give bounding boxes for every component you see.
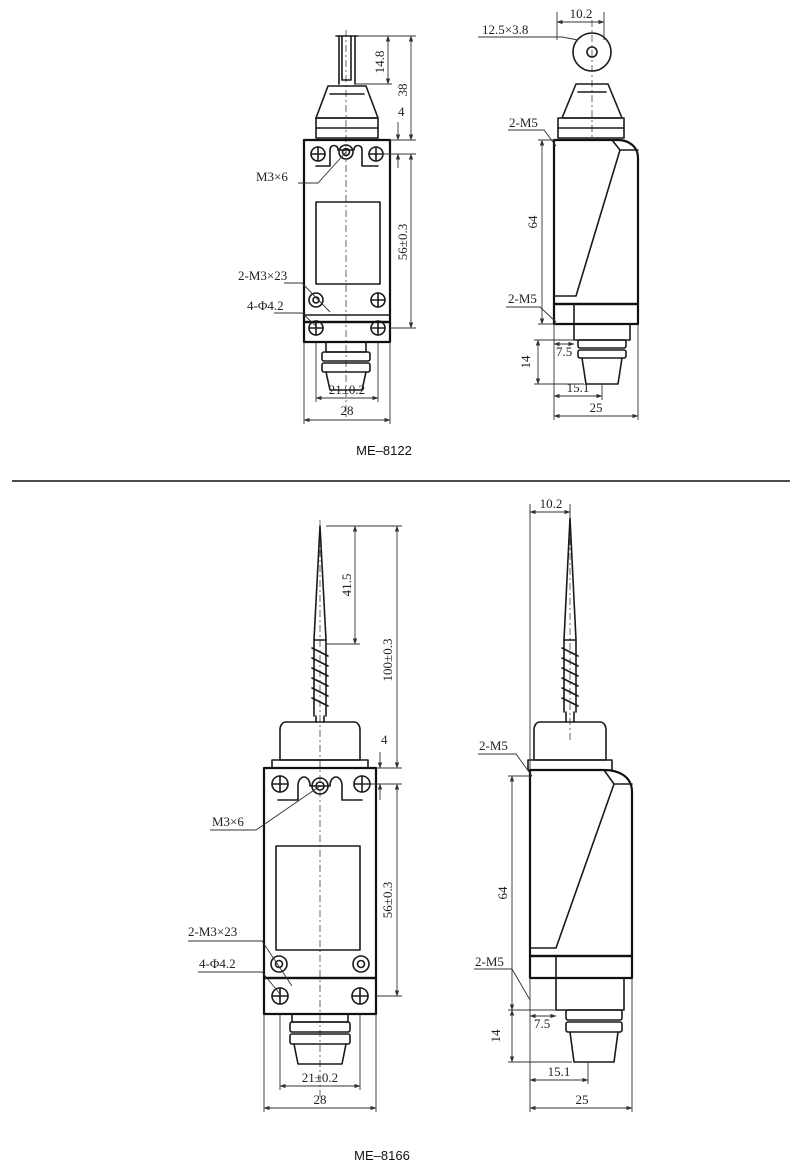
model-me-8166: 41.5 100±0.3 4 56±0.3 21±0.2 28 M3×6 2-M… bbox=[188, 496, 634, 1163]
dim-inner-width: 21±0.2 bbox=[302, 1070, 338, 1085]
dim-offset: 4 bbox=[381, 732, 388, 747]
dim-top-width: 10.2 bbox=[570, 6, 593, 21]
callout-thread-top: 2-M5 bbox=[509, 115, 538, 130]
callout-thread-top: 2-M5 bbox=[479, 738, 508, 753]
dim-depth: 25 bbox=[576, 1092, 589, 1107]
dim-bottom: 14 bbox=[518, 355, 533, 369]
callout-thread-bottom: 2-M5 bbox=[508, 291, 537, 306]
dim-top-width: 10.2 bbox=[540, 496, 563, 511]
dim-bottom: 14 bbox=[488, 1029, 503, 1043]
callout-screw-top: M3×6 bbox=[212, 814, 244, 829]
model-caption-me-8166: ME–8166 bbox=[354, 1148, 410, 1163]
dim-gap: 7.5 bbox=[556, 344, 572, 359]
dim-width: 28 bbox=[314, 1092, 327, 1107]
dim-offset: 4 bbox=[398, 104, 405, 119]
callout-screw-mount: 2-M3×23 bbox=[238, 268, 287, 283]
dim-roller: 12.5×3.8 bbox=[482, 22, 528, 37]
dim-inner-depth: 15.1 bbox=[567, 380, 590, 395]
callout-screw-mount: 2-M3×23 bbox=[188, 924, 237, 939]
dim-hole-pitch: 56±0.3 bbox=[380, 882, 395, 918]
dim-top-height: 14.8 bbox=[372, 51, 387, 74]
callout-thread-bottom: 2-M5 bbox=[475, 954, 504, 969]
dim-side-height: 64 bbox=[495, 886, 510, 900]
callout-screw-top: M3×6 bbox=[256, 169, 288, 184]
callout-holes: 4-Φ4.2 bbox=[247, 298, 284, 313]
side-view-me-8122: 12.5×3.8 10.2 64 14 7.5 15.1 25 2-M5 2-M… bbox=[478, 6, 640, 420]
dim-inner-depth: 15.1 bbox=[548, 1064, 571, 1079]
dim-inner-width: 21±0.2 bbox=[329, 382, 365, 397]
model-caption-me-8122: ME–8122 bbox=[356, 443, 412, 458]
dim-side-height: 64 bbox=[525, 215, 540, 229]
callout-holes: 4-Φ4.2 bbox=[199, 956, 236, 971]
dim-hole-pitch: 56±0.3 bbox=[395, 224, 410, 260]
dim-depth: 25 bbox=[590, 400, 603, 415]
model-me-8122: 14.8 38 4 56±0.3 21±0.2 28 M3×6 2-M3×23 … bbox=[238, 6, 640, 458]
dim-top-height: 41.5 bbox=[339, 574, 354, 597]
front-view-me-8166: 41.5 100±0.3 4 56±0.3 21±0.2 28 M3×6 2-M… bbox=[188, 520, 402, 1112]
front-view-me-8122: 14.8 38 4 56±0.3 21±0.2 28 M3×6 2-M3×23 … bbox=[238, 30, 416, 424]
dim-total-height: 100±0.3 bbox=[380, 639, 395, 682]
dim-width: 28 bbox=[341, 403, 354, 418]
side-view-me-8166: 10.2 64 14 7.5 15.1 25 2-M5 2-M5 bbox=[474, 496, 634, 1112]
dim-gap: 7.5 bbox=[534, 1016, 550, 1031]
dim-total-height: 38 bbox=[395, 84, 410, 97]
